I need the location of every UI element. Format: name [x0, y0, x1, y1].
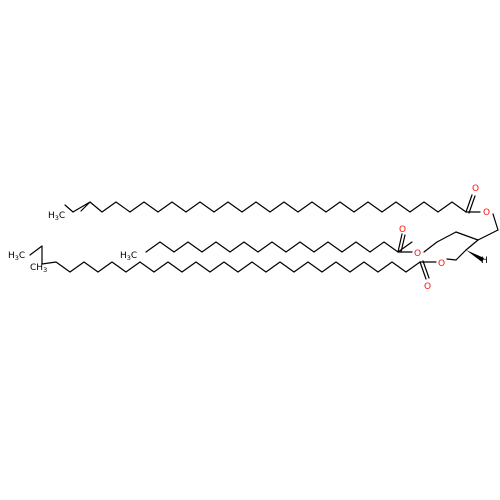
top-chain-methyl-branch	[80, 201, 91, 212]
glycerol-c2-o3	[455, 249, 467, 261]
glycerol-o1-c1	[492, 213, 499, 231]
bottom-chain-backbone	[41, 261, 421, 273]
bottom-ester-o-label: O	[438, 259, 445, 269]
top-ester-o-label: O	[483, 208, 490, 218]
middle-methyl-label: H3C	[120, 251, 137, 262]
middle-ester-o-label: O	[414, 249, 421, 259]
glycerol-c1-c2	[477, 229, 499, 241]
glycerol-backbone: H	[436, 213, 499, 266]
middle-carbonyl-bond	[397, 233, 403, 253]
top-chain-ethyl-end	[64, 204, 74, 213]
bottom-carbonyl-bond-2	[422, 260, 430, 279]
bottom-ethyl-label: H3C	[8, 251, 25, 262]
glycerol-c2-c3	[455, 231, 479, 241]
top-carbonyl-bond-2	[468, 195, 476, 214]
middle-carbonyl-bond-2	[400, 234, 406, 253]
bottom-carbonyl-o-label: O	[424, 282, 431, 292]
stereo-h-label: H	[481, 256, 488, 266]
top-chain-backbone	[72, 201, 467, 213]
bottom-chain-ethyl-end	[29, 245, 43, 265]
middle-carbonyl-o-label: O	[399, 225, 406, 235]
bottom-carbonyl-bond	[419, 261, 427, 280]
top-ester-chain: O O H3C	[48, 184, 490, 222]
top-methyl-label: H3C	[48, 211, 65, 222]
middle-ester-chain: O O H3C	[120, 225, 438, 262]
middle-ester-to-glycerol	[423, 241, 438, 253]
middle-chain-backbone	[145, 241, 413, 253]
top-carbonyl-bond	[465, 194, 473, 213]
top-carbonyl-o-label: O	[472, 184, 479, 194]
bottom-ester-chain: O O H3C CH3	[8, 245, 457, 292]
bottom-branch-label: CH3	[30, 263, 47, 274]
glycerol-c2-wedge-root	[465, 239, 479, 251]
glycerol-c3-o2	[436, 231, 457, 243]
stereo-wedge-bond	[466, 250, 484, 262]
bottom-ester-to-glycerol	[446, 258, 457, 261]
